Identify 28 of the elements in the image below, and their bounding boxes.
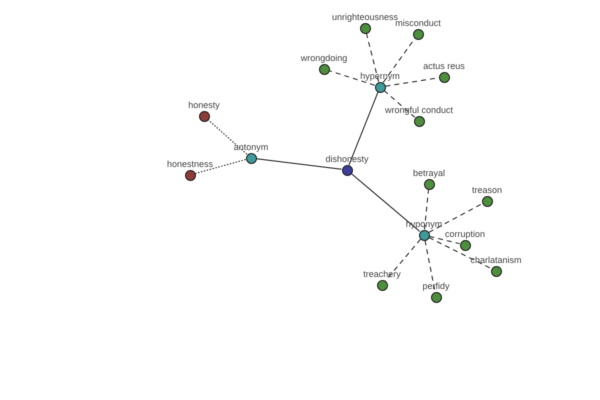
connector-line: [428, 237, 492, 269]
node-label: betrayal: [412, 168, 446, 178]
connector-line: [366, 32, 380, 82]
connector-line: [424, 189, 429, 230]
node-label: wrongful conduct: [384, 104, 454, 114]
connector-line: [384, 90, 416, 118]
connector-line: [328, 70, 376, 86]
connector-line: [194, 159, 246, 174]
connector-line: [348, 92, 378, 166]
connector-line: [350, 173, 420, 232]
connector-line: [424, 240, 436, 292]
node-label: perfidy: [422, 280, 450, 290]
node-label: wrongdoing: [300, 52, 348, 62]
connector-line: [428, 203, 483, 233]
connector-line: [428, 236, 460, 244]
connector-line: [256, 158, 342, 170]
node-label: hypernym: [360, 70, 400, 80]
connector-line: [385, 238, 421, 282]
node-label: antonym: [234, 142, 268, 152]
node-label: treason: [472, 184, 502, 194]
node-label: corruption: [444, 228, 486, 238]
node-label: honesty: [188, 100, 220, 110]
connector-line: [208, 119, 248, 155]
node-label: actus reus: [423, 60, 465, 70]
node-label: honestness: [166, 158, 214, 168]
node-label: treachery: [363, 268, 401, 278]
node-label: charlatanism: [470, 254, 522, 264]
node-label: unrighteousness: [332, 12, 398, 22]
